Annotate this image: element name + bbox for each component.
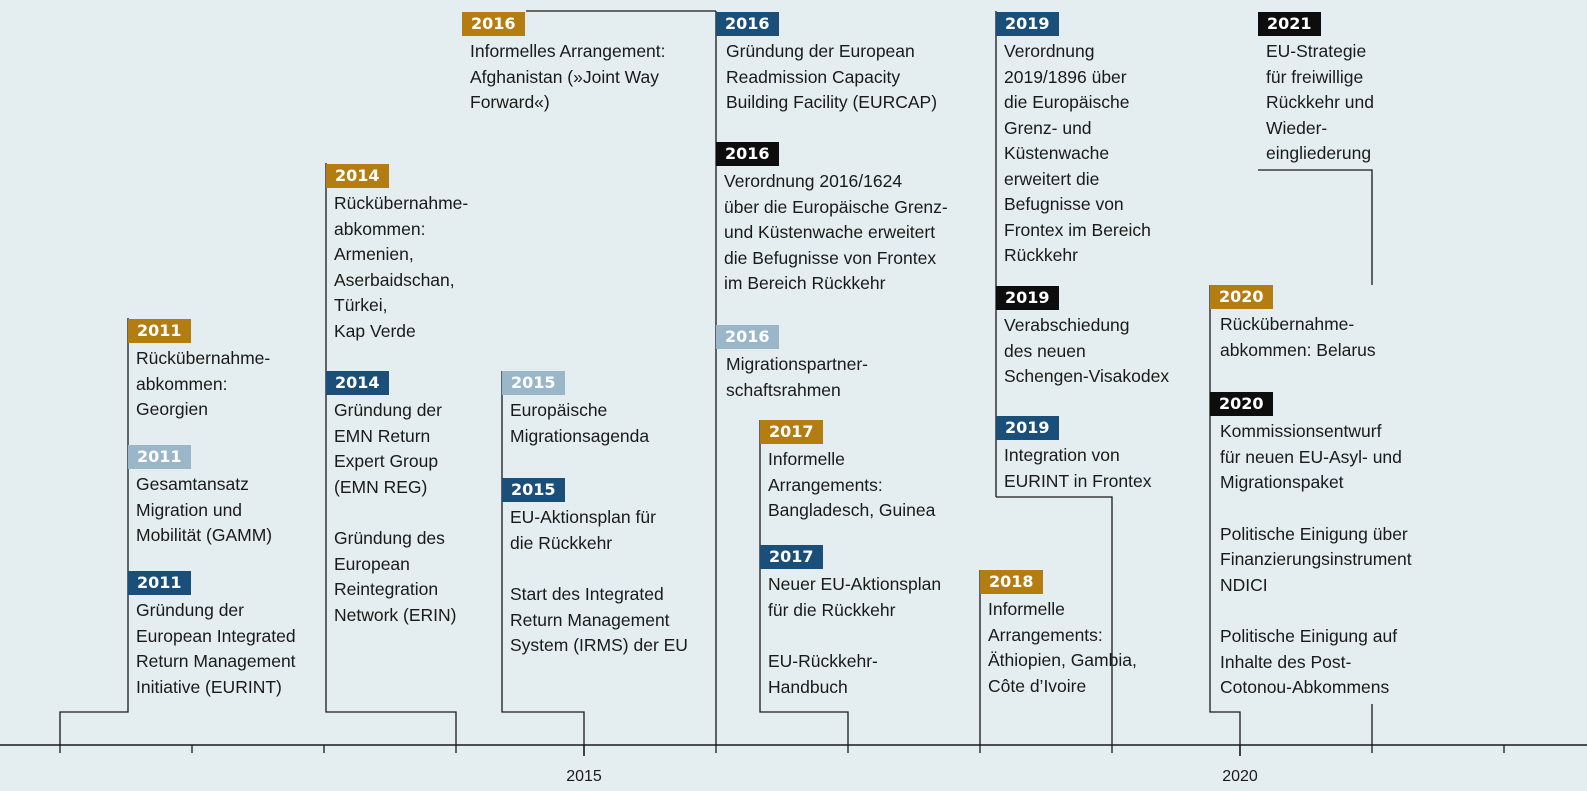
- event-text: Rückübernahme-abkommen:Georgien: [136, 348, 271, 419]
- event-text: Rückübernahme-abkommen: Belarus: [1220, 314, 1376, 360]
- connector-2020: [1209, 285, 1241, 745]
- year-badge: 2016: [716, 325, 779, 349]
- event-text-extra: EU-Rückkehr-Handbuch: [768, 651, 878, 697]
- year-badge: 2018: [980, 570, 1043, 594]
- event-2020-readmission-belarus: 2020 Rückübernahme-abkommen: Belarus: [1210, 285, 1376, 363]
- year-badge: 2016: [716, 142, 779, 166]
- axis-label-2015: 2015: [566, 768, 602, 785]
- event-text: Informelles Arrangement:Afghanistan (»Jo…: [470, 41, 666, 112]
- event-2016-afghanistan: 2016 Informelles Arrangement:Afghanistan…: [462, 12, 666, 116]
- year-badge: 2017: [760, 420, 823, 444]
- year-badge: 2019: [996, 416, 1059, 440]
- year-badge: 2011: [128, 571, 191, 595]
- event-text: Rückübernahme-abkommen:Armenien,Aserbaid…: [334, 193, 469, 341]
- event-2014-readmission: 2014 Rückübernahme-abkommen:Armenien,Ase…: [326, 164, 468, 344]
- event-text: Migrationspartner-schaftsrahmen: [726, 354, 868, 400]
- year-badge: 2020: [1210, 392, 1273, 416]
- year-badge: 2016: [716, 12, 779, 36]
- year-badge: 2011: [128, 445, 191, 469]
- year-badge: 2019: [996, 286, 1059, 310]
- year-badge: 2015: [502, 371, 565, 395]
- year-badge: 2017: [760, 545, 823, 569]
- axis-label-2020: 2020: [1222, 768, 1258, 785]
- year-badge: 2015: [502, 478, 565, 502]
- connector-2021-top: [1258, 169, 1373, 285]
- event-2016-partnership-framework: 2016 Migrationspartner-schaftsrahmen: [716, 325, 868, 403]
- year-badge: 2014: [326, 164, 389, 188]
- year-badge: 2016: [462, 12, 525, 36]
- connector-2014: [325, 163, 457, 745]
- year-badge: 2019: [996, 12, 1059, 36]
- year-badge: 2021: [1258, 12, 1321, 36]
- connector-2011: [59, 318, 129, 745]
- connector-2015: [501, 371, 585, 745]
- year-badge: 2020: [1210, 285, 1273, 309]
- year-badge: 2014: [326, 371, 389, 395]
- connector-2019-base: [996, 496, 1113, 745]
- event-2011-readmission-georgia: 2011 Rückübernahme-abkommen:Georgien: [128, 319, 270, 423]
- year-badge: 2011: [128, 319, 191, 343]
